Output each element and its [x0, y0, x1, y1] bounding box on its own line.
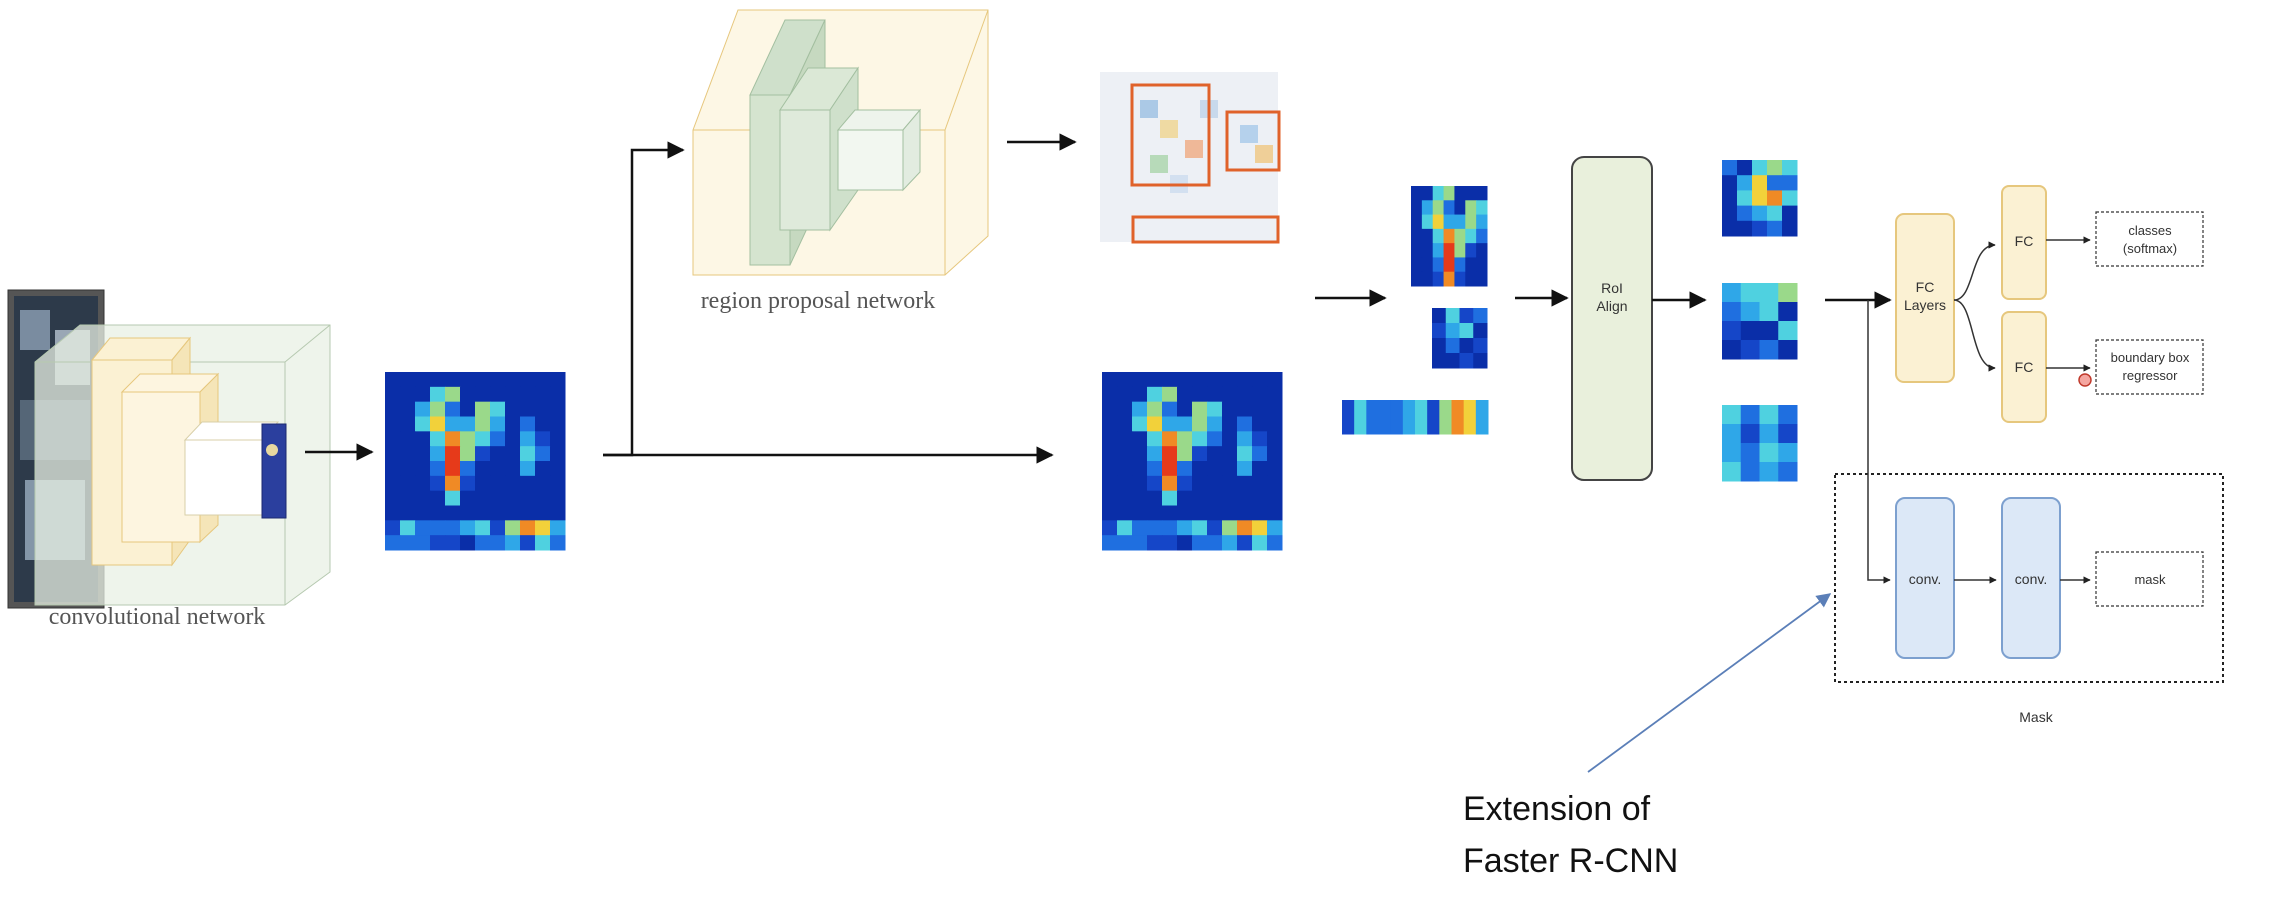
fc-layers-label-2: Layers: [1904, 297, 1946, 313]
arrow-to-conv1: [1867, 300, 1891, 584]
fc-bottom-block: FC: [2001, 311, 2047, 423]
annotation-label-1: Extension of: [1463, 790, 1651, 828]
roi-align-label-2: Align: [1596, 298, 1627, 314]
roi-crop-wide: [1342, 400, 1489, 435]
conv2-label: conv.: [2015, 571, 2047, 587]
conv-network-label: convolutional network: [49, 604, 266, 630]
arrow-to-rpn: [603, 141, 685, 457]
shared-feature-map-heatmap: [1102, 372, 1283, 551]
roi-crop-small: [1432, 308, 1488, 369]
classes-label-1: classes: [2128, 223, 2172, 238]
conv1-label: conv.: [1909, 571, 1941, 587]
arrow-to-fc-top: [1953, 241, 1996, 301]
mask-group-label: Mask: [2019, 709, 2053, 725]
fc-top-block: FC: [2001, 185, 2047, 300]
rpn-layer-blocks: [749, 19, 922, 266]
fc-top-label: FC: [2015, 233, 2034, 249]
rpn-label: region proposal network: [701, 288, 936, 314]
aligned-roi-2: [1722, 283, 1798, 360]
conv-layer-blocks: [90, 336, 287, 567]
mask-output: mask: [2095, 551, 2204, 607]
classes-output: classes (softmax): [2095, 211, 2204, 267]
proposal-box-wide: [1131, 215, 1280, 244]
conv2-block: conv.: [2001, 497, 2061, 659]
bbox-label-2: regressor: [2123, 368, 2179, 383]
feature-map-heatmap: [385, 372, 566, 551]
cursor-marker: [2078, 373, 2092, 387]
proposal-box-large: [1130, 83, 1211, 187]
bbox-regressor-output: boundary box regressor: [2095, 339, 2204, 395]
bbox-label-1: boundary box: [2111, 350, 2190, 365]
roi-align-block: RoI Align: [1571, 156, 1653, 481]
region-proposals: [1100, 72, 1281, 244]
arrow-to-fc-bottom: [1953, 299, 1996, 372]
mask-output-label: mask: [2134, 572, 2166, 587]
fc-layers-block: FC Layers: [1895, 213, 1955, 383]
roi-crop-large: [1411, 186, 1488, 287]
proposal-box-small: [1225, 110, 1281, 172]
fc-layers-label-1: FC: [1916, 279, 1935, 295]
conv1-block: conv.: [1895, 497, 1955, 659]
aligned-roi-3: [1722, 405, 1798, 482]
aligned-roi-1: [1722, 160, 1798, 237]
roi-align-label-1: RoI: [1601, 280, 1623, 296]
mask-branch-box: [1834, 473, 2224, 683]
annotation-label-2: Faster R-CNN: [1463, 842, 1678, 880]
classes-label-2: (softmax): [2123, 241, 2177, 256]
annotation-arrow: [1587, 593, 1832, 773]
fc-bottom-label: FC: [2015, 359, 2034, 375]
